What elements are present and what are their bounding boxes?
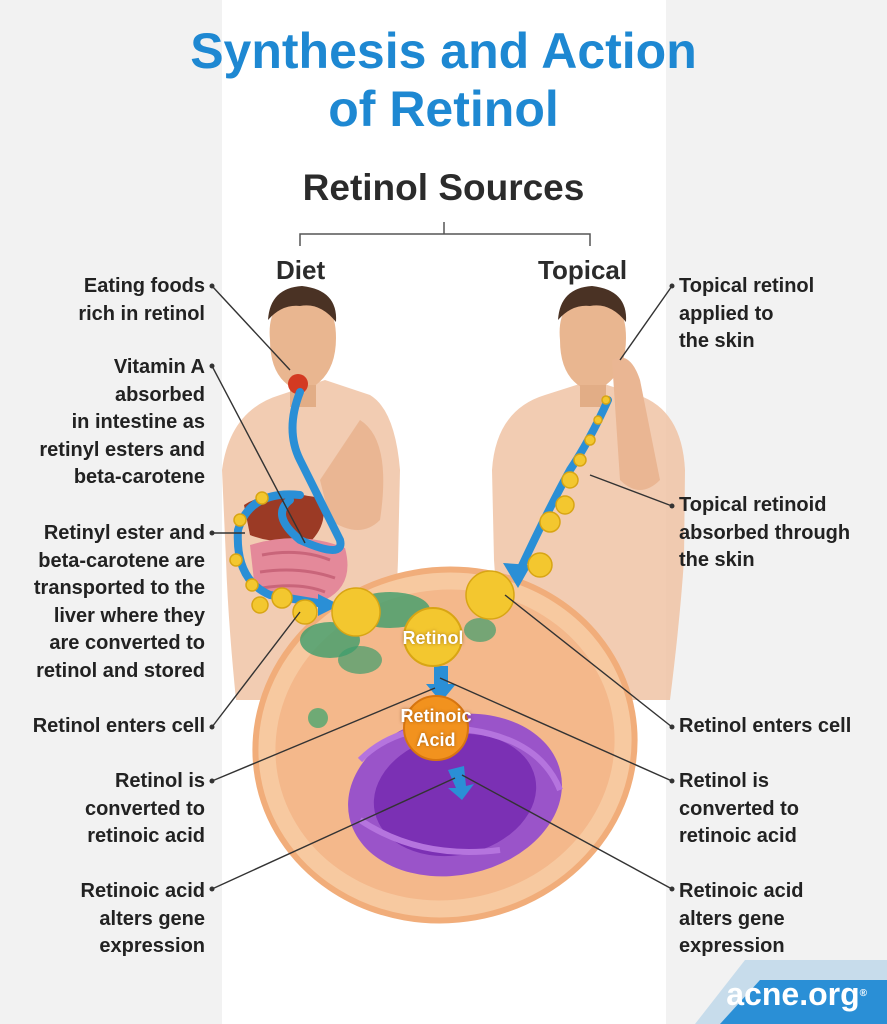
diet-label: Diet: [276, 255, 326, 285]
label-transported-to-liver: Retinyl ester and beta-carotene are tran…: [33, 522, 205, 682]
retinol-sources-heading: Retinol Sources: [302, 167, 585, 208]
title-line-1: Synthesis and Action: [190, 23, 697, 79]
label-retinol-converted-left: Retinol is converted to retinoic acid: [84, 770, 205, 847]
topical-label: Topical: [538, 255, 628, 285]
label-vitamin-a-absorbed: Vitamin A absorbed in intestine as retin…: [39, 356, 205, 488]
label-retinol-enters-cell-left: Retinol enters cell: [32, 715, 205, 737]
label-topical-retinol-applied: Topical retinol applied to the skin: [679, 275, 815, 352]
retinoic-acid-label: Retinoic Acid: [400, 706, 472, 750]
topical-arrowhead: [503, 563, 531, 588]
title-line-2: of Retinol: [328, 81, 559, 137]
label-gene-expression-left: Retinoic acid alters gene expression: [80, 880, 205, 957]
label-retinol-converted-right: Retinol is converted to retinoic acid: [679, 770, 800, 847]
label-topical-absorbed: Topical retinoid absorbed through the sk…: [679, 494, 851, 571]
sources-bracket: [299, 222, 591, 246]
topical-pathway-arrow: [516, 396, 612, 574]
food-icon: [288, 374, 308, 394]
leader-dots: [209, 283, 675, 892]
retinol-molecule-label: Retinol: [402, 628, 464, 648]
retinol-molecule-main: [403, 607, 463, 667]
retinoic-acid-molecule: [403, 695, 469, 761]
page-title: Synthesis and Action of Retinol: [0, 22, 887, 138]
logo-banner: [720, 980, 887, 1024]
diet-arrowhead: [318, 594, 340, 616]
label-retinol-enters-cell-right: Retinol enters cell: [679, 715, 852, 737]
retinol-molecules: [229, 395, 611, 637]
leader-lines: [211, 285, 673, 890]
label-gene-expression-right: Retinoic acid alters gene expression: [679, 880, 804, 957]
label-eating-foods: Eating foods rich in retinol: [78, 275, 205, 325]
acne-org-logo[interactable]: acne.org®: [726, 976, 867, 1012]
